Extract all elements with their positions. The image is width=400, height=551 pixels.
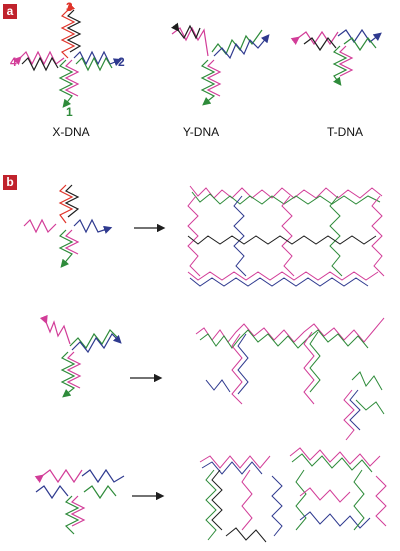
y-dna-network: [195, 317, 385, 441]
x-dna-monomer: [23, 184, 113, 268]
y-dna-monomer: [39, 314, 122, 398]
x-dna-junction: [12, 2, 123, 108]
y-dna-junction: [171, 22, 270, 106]
x-dna-network: [187, 185, 385, 287]
arm-number-1: 1: [66, 105, 73, 119]
t-dna-caption: T-DNA: [327, 125, 363, 139]
panel-label-a: a: [3, 4, 17, 19]
x-dna-caption: X-DNA: [52, 125, 90, 139]
t-dna-monomer: [34, 468, 125, 535]
y-dna-caption: Y-DNA: [182, 125, 220, 139]
t-dna-network: [199, 447, 387, 543]
panel-label-b: b: [3, 175, 17, 190]
t-dna-junction: [290, 28, 382, 86]
